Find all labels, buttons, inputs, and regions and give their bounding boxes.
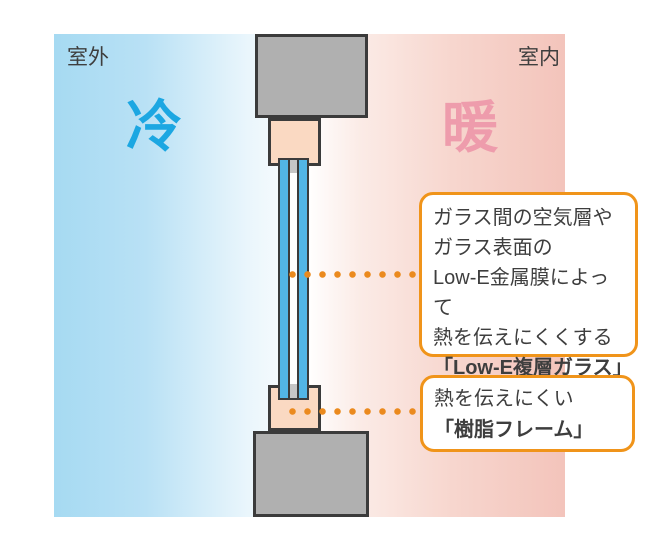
callout-frame-name: 「樹脂フレーム」: [434, 419, 594, 441]
dotted-connector-frame: [289, 408, 416, 415]
cold-kanji: 冷: [126, 95, 182, 158]
dotted-connector-glass: [289, 271, 416, 278]
outdoor-label: 室外: [67, 46, 109, 69]
callout-frame-line: 熱を伝えにくい: [434, 388, 574, 410]
callout-low-e-glass: ガラス間の空気層や ガラス表面の Low-E金属膜によって 熱を伝えにくくする …: [419, 192, 638, 379]
low-e-double-glass-unit: [278, 158, 309, 400]
callout-glass-line: ガラス表面の: [433, 237, 553, 259]
glass-pane-outer: [278, 158, 290, 400]
window-sash-bottom: [253, 431, 369, 517]
indoor-label: 室内: [518, 46, 560, 69]
window-sash-top: [255, 34, 368, 118]
glass-spacer-bottom: [290, 384, 297, 400]
warm-kanji: 暖: [442, 96, 498, 159]
glass-spacer-top: [290, 158, 297, 173]
callout-resin-frame: 熱を伝えにくい 「樹脂フレーム」: [420, 375, 635, 452]
callout-glass-line: ガラス間の空気層や: [433, 207, 613, 229]
glass-pane-inner: [297, 158, 309, 400]
callout-glass-line: Low-E金属膜によって: [433, 267, 610, 319]
callout-glass-line: 熱を伝えにくくする: [433, 327, 613, 349]
callout-glass-name: 「Low-E複層ガラス」: [433, 357, 633, 379]
